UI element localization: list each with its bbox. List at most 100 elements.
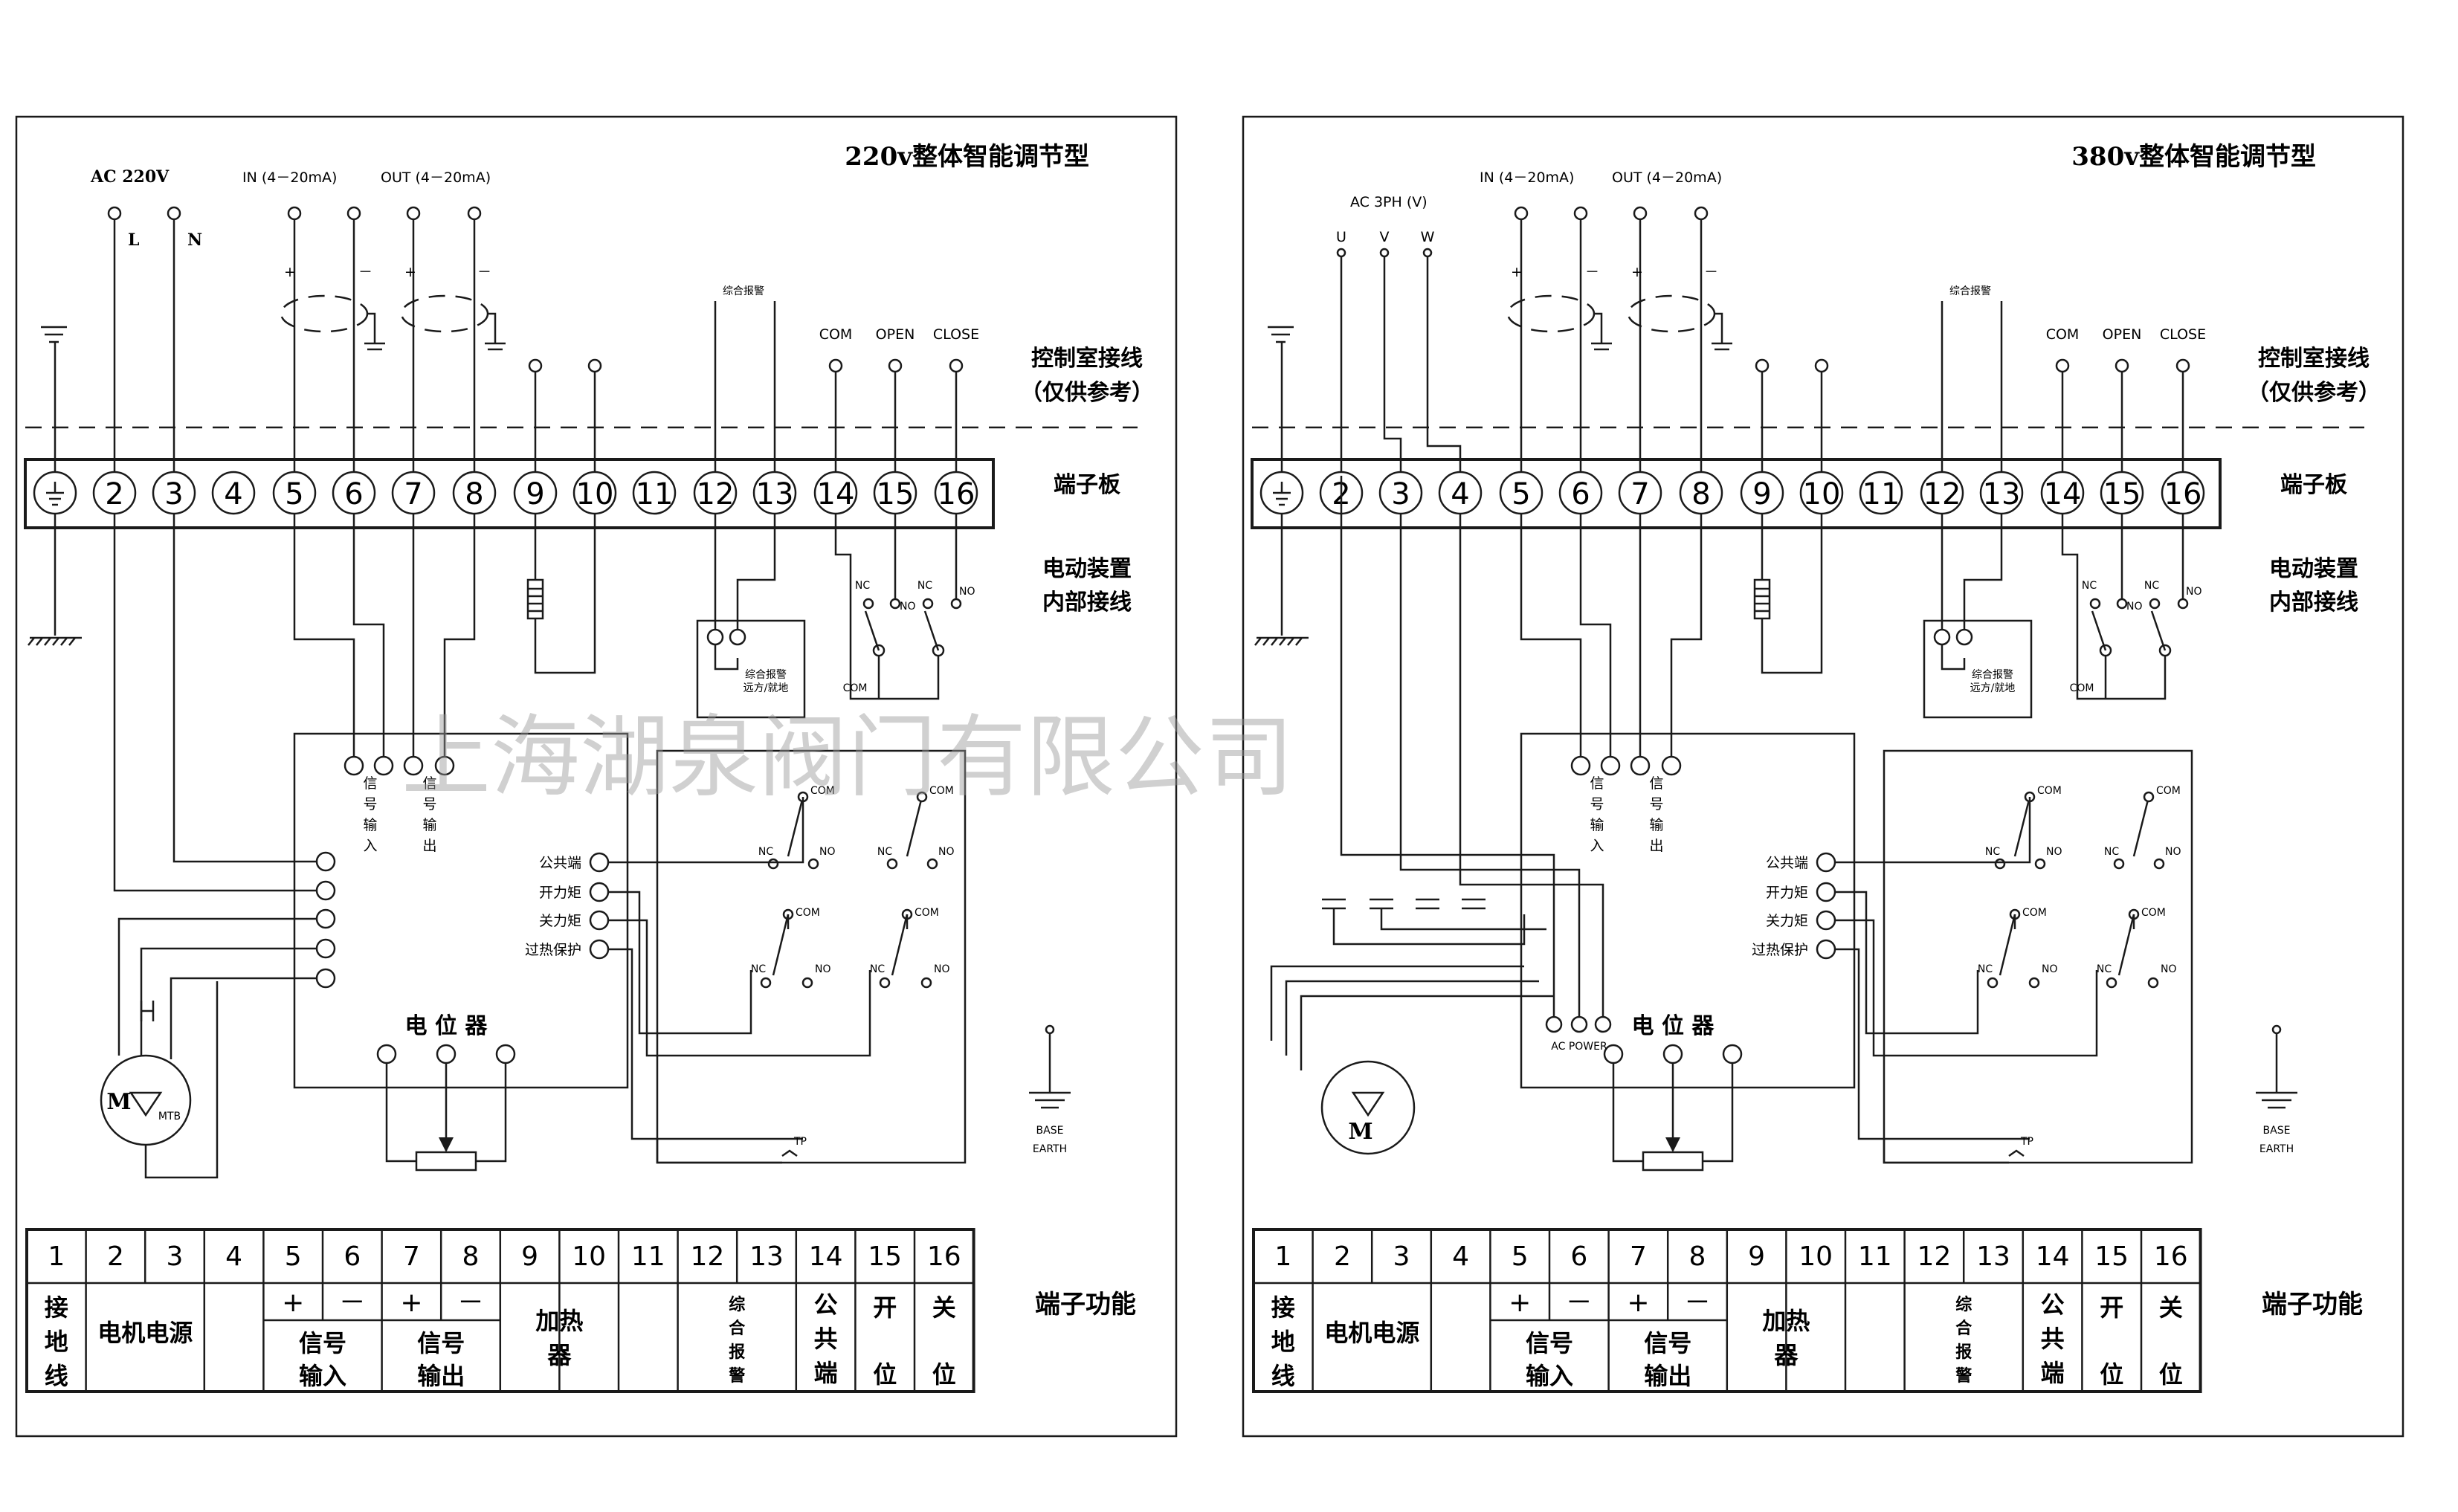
contactor-wire xyxy=(1332,908,1526,946)
potentiometer-label: 电 位 器 xyxy=(1632,1013,1715,1039)
terminal-number: 11 xyxy=(1862,477,1900,511)
torque-nc xyxy=(767,858,779,870)
in-label: IN (4－20mA) xyxy=(1480,169,1574,186)
torque-switch-pivot xyxy=(916,791,928,803)
potentiometer-pin xyxy=(1722,1044,1743,1064)
ac-power-pin xyxy=(1594,1015,1612,1033)
therm-switch-blade xyxy=(772,914,790,976)
overheat-wire xyxy=(1835,948,2030,1140)
motor-wire xyxy=(1270,965,1524,1041)
terminal-number: 10 xyxy=(576,477,614,511)
sw-com-label: COM xyxy=(796,907,820,919)
board-signal-pin-1 xyxy=(1570,755,1591,776)
board-signal-pin-1 xyxy=(343,755,364,776)
sw-com-label: COM xyxy=(2037,785,2062,797)
therm-nc xyxy=(879,977,891,989)
heater-terminal-9 xyxy=(528,358,543,373)
terminal-number: 9 xyxy=(1752,477,1771,511)
board-signal-out-label: 信号输出 xyxy=(422,775,436,854)
signal-out-minus xyxy=(443,514,476,757)
therm-switch-blade xyxy=(2117,914,2135,976)
out-label: OUT (4－20mA) xyxy=(1612,169,1722,186)
alarm-box xyxy=(1923,619,2033,719)
power-term-label: U xyxy=(1336,229,1346,245)
shield-in-ground xyxy=(367,312,376,343)
terminal-number: 14 xyxy=(817,477,855,511)
motor-power-n xyxy=(172,514,317,863)
terminal-number: 12 xyxy=(697,477,735,511)
board-power-pin-4 xyxy=(315,938,336,959)
board-side-label: 关力矩 xyxy=(539,913,581,929)
pot-wiper-arrow xyxy=(1665,1137,1680,1152)
nc-label: NC xyxy=(877,846,892,858)
limit-terminal-14 xyxy=(828,358,843,373)
limit-terminal-16 xyxy=(949,358,964,373)
panel-frame xyxy=(15,115,1178,1438)
com-label: COM xyxy=(2046,326,2080,343)
internal-wiring-label: 电动装置 xyxy=(1042,556,1132,582)
table-number: 8 xyxy=(1689,1241,1706,1272)
board-signal-pin-2 xyxy=(373,755,394,776)
in-label: IN (4－20mA) xyxy=(242,169,337,186)
nc-label: NC xyxy=(1978,963,1993,975)
power-term-label: N xyxy=(187,230,202,250)
table-number: 13 xyxy=(1976,1241,2010,1272)
table-number: 5 xyxy=(1512,1241,1529,1272)
func-heater: 器 xyxy=(546,1341,572,1369)
com-wire xyxy=(834,514,940,700)
table-number: 8 xyxy=(462,1241,480,1272)
signal-out-minus xyxy=(1670,514,1703,757)
terminal-number: 4 xyxy=(1451,477,1469,511)
table-number: 7 xyxy=(1630,1241,1647,1272)
signal-terminal-6 xyxy=(1573,206,1588,221)
alarm-box-label: 远方/就地 xyxy=(1970,682,2016,694)
sw-com-label: COM xyxy=(2141,907,2166,919)
torque-no xyxy=(2034,858,2046,870)
out-minus: － xyxy=(477,264,491,280)
out-minus: － xyxy=(1704,264,1718,280)
chassis-hatch xyxy=(68,637,76,646)
earth-label: EARTH xyxy=(1033,1143,1067,1155)
board-power-pin-5 xyxy=(315,968,336,989)
func-minus: － xyxy=(1684,1288,1711,1318)
signal-terminal-8 xyxy=(467,206,482,221)
terminal-11 xyxy=(1859,471,1903,515)
close-label: CLOSE xyxy=(933,326,979,343)
close-switch-blade xyxy=(923,610,940,651)
chassis-hatch xyxy=(1262,637,1270,646)
power-term-label: W xyxy=(1421,229,1435,245)
com-small-label: COM xyxy=(2070,682,2094,694)
terminal-number: 5 xyxy=(1512,477,1530,511)
control-room-note: （仅供参考） xyxy=(1020,380,1154,406)
chassis-hatch xyxy=(1271,637,1278,646)
sw-com-label: COM xyxy=(810,785,835,797)
terminal-board-label: 端子板 xyxy=(2280,472,2347,498)
chassis-hatch xyxy=(36,637,43,646)
shield-in-ground xyxy=(1594,312,1603,343)
chassis-hatch xyxy=(1287,637,1294,646)
func-common: 公共端 xyxy=(2041,1290,2065,1387)
heater-terminal-10 xyxy=(1814,358,1829,373)
therm-no xyxy=(920,977,932,989)
table-number: 16 xyxy=(2154,1241,2188,1272)
terminal-number: 16 xyxy=(2164,477,2202,511)
motor-wire xyxy=(1285,980,1539,1056)
terminal-number: 4 xyxy=(224,477,242,511)
torque-nc xyxy=(2113,858,2125,870)
board-side-label: 公共端 xyxy=(539,855,581,871)
func-heater: 加热 xyxy=(535,1307,583,1335)
motor-letter: M xyxy=(1348,1119,1372,1145)
func-sig-out: 输出 xyxy=(417,1362,465,1390)
contactor-wire xyxy=(1459,514,1604,1018)
terminal-number: 6 xyxy=(344,477,363,511)
shield-out-ground xyxy=(1715,312,1723,343)
torque-no xyxy=(807,858,819,870)
terminal-number: 12 xyxy=(1923,477,1961,511)
therm-switch-blade xyxy=(891,914,909,976)
func-minus: － xyxy=(457,1288,484,1318)
out-plus: + xyxy=(404,264,416,280)
no-label: NO xyxy=(938,846,955,858)
board-side-label: 关力矩 xyxy=(1766,913,1808,929)
switch-no xyxy=(2116,598,2128,610)
